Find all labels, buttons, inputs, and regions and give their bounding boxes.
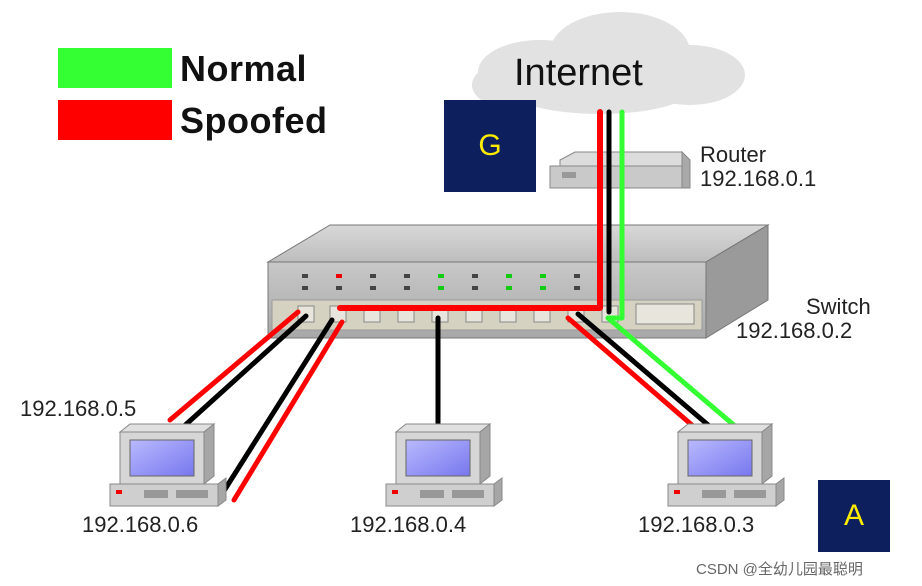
cable-spoofed-host5 — [167, 309, 301, 423]
switch-ip: 192.168.0.2 — [736, 318, 853, 343]
computer-middle — [385, 422, 503, 507]
legend-normal-swatch — [58, 48, 172, 88]
csdn-watermark: CSDN @全幼儿园最聪明 — [696, 561, 863, 578]
cable-spoofed-host3 — [565, 315, 703, 435]
cable-host3 — [575, 311, 717, 433]
legend-spoofed-swatch — [58, 100, 172, 140]
label-box-a: A — [818, 480, 890, 552]
cable-normal-uplink — [605, 109, 625, 321]
cable-spoofed-host6 — [231, 319, 345, 503]
host-ip-3: 192.168.0.3 — [638, 512, 755, 537]
router-ip: 192.168.0.1 — [700, 166, 817, 191]
cable-normal-host3 — [605, 315, 745, 435]
router-name: Router — [700, 142, 767, 167]
cable-host5 — [179, 313, 309, 431]
host-ip-5: 192.168.0.5 — [20, 396, 137, 421]
cable-spoofed-uplink — [337, 109, 603, 311]
legend-spoofed-label: Spoofed — [180, 100, 328, 141]
host-ip-4: 192.168.0.4 — [350, 512, 467, 537]
legend-normal-label: Normal — [180, 48, 308, 89]
internet-label: Internet — [514, 52, 643, 94]
label-box-g: G — [444, 100, 536, 192]
switch-name: Switch — [806, 294, 871, 319]
internet-cloud — [472, 12, 745, 114]
computer-left — [109, 422, 227, 507]
computer-right — [667, 422, 785, 507]
cables — [167, 109, 745, 503]
host-ip-6: 192.168.0.6 — [82, 512, 199, 537]
cable-host6 — [219, 317, 335, 497]
